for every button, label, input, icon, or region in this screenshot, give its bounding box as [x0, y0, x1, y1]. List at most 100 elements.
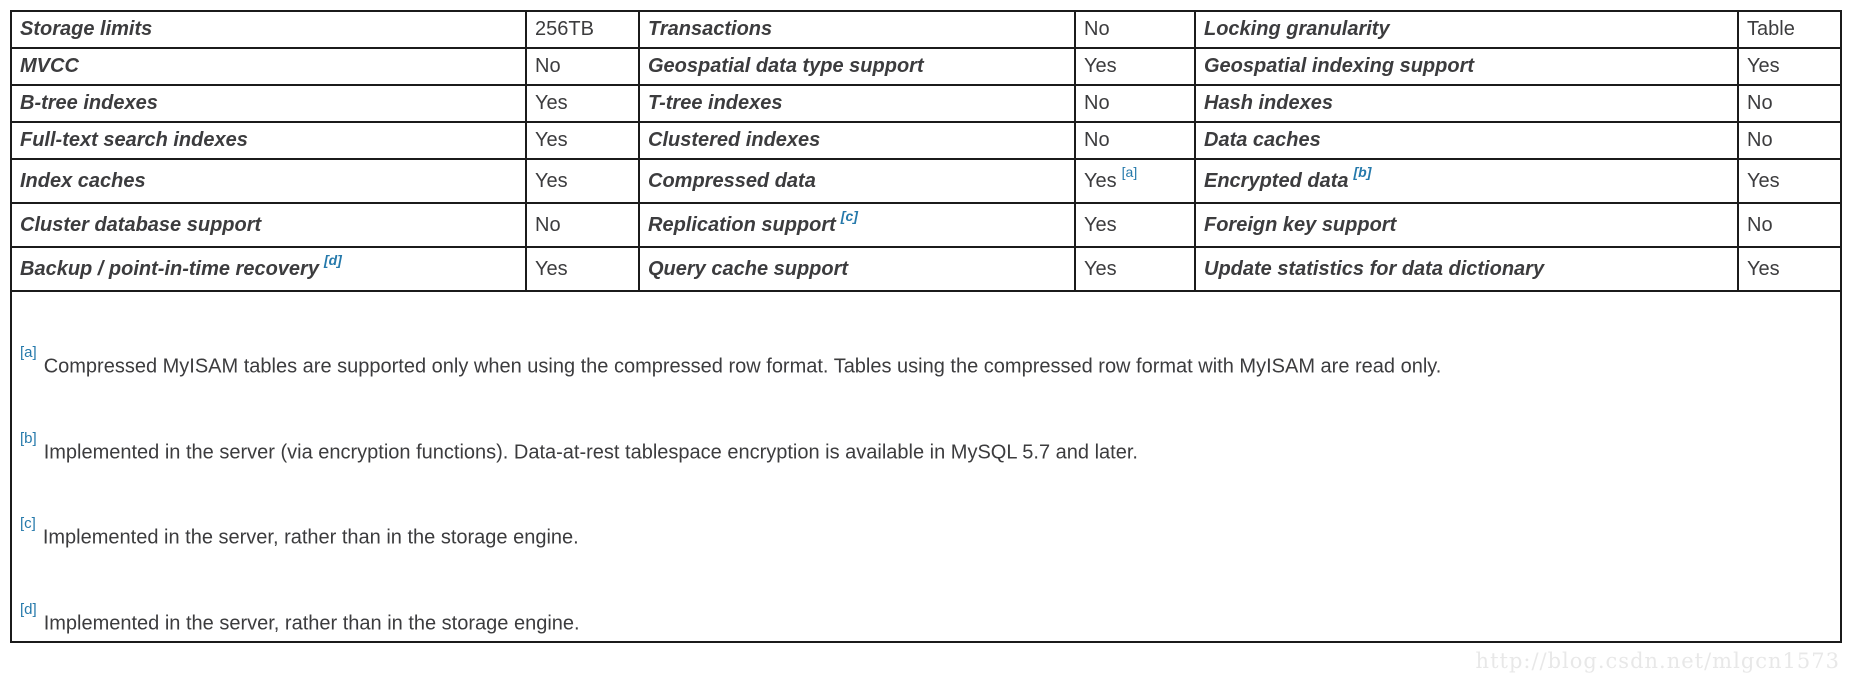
footnote-marker-link-d[interactable]: [d] — [20, 600, 37, 618]
feature-value: Yes — [1084, 55, 1117, 77]
feature-label-cell: Locking granularity — [1194, 10, 1739, 49]
feature-value-cell: Yes — [525, 158, 640, 204]
feature-value-cell: No — [1074, 84, 1196, 123]
feature-value-cell: Yes — [525, 121, 640, 160]
feature-label-cell: Clustered indexes — [638, 121, 1076, 160]
footnote-a: [a]Compressed MyISAM tables are supporte… — [20, 344, 1832, 381]
storage-engine-features-table: Storage limits 256TB Transactions No Loc… — [10, 10, 1842, 643]
feature-value-cell: Yes — [1074, 202, 1196, 248]
footnote-marker-link-c[interactable]: [c] — [20, 515, 36, 533]
feature-value: Yes — [535, 129, 568, 151]
feature-value-cell: Yes — [1737, 158, 1842, 204]
feature-value: Yes — [1747, 169, 1780, 192]
feature-label-cell: Hash indexes — [1194, 84, 1739, 123]
table-row: Index caches Yes Compressed data Yes[a] … — [10, 158, 1842, 204]
footnote-ref-link-b[interactable]: [b] — [1353, 163, 1372, 180]
footnote-text: Implemented in the server (via encryptio… — [43, 441, 1138, 464]
feature-label: Storage limits — [20, 18, 153, 40]
feature-value: Yes — [1747, 257, 1780, 280]
feature-label-cell: Backup / point-in-time recovery[d] — [10, 246, 527, 292]
feature-value-cell: No — [525, 47, 640, 86]
feature-label: Backup / point-in-time recovery — [20, 257, 319, 280]
feature-value-cell: No — [1074, 121, 1196, 160]
feature-label-cell: Cluster database support — [10, 202, 527, 248]
feature-label: Encrypted data — [1204, 169, 1349, 192]
feature-value: No — [1747, 129, 1773, 151]
feature-value: Yes — [535, 92, 568, 114]
feature-value-cell: Yes — [1737, 47, 1842, 86]
feature-value: No — [1084, 18, 1110, 40]
footnote-marker-link-b[interactable]: [b] — [20, 429, 37, 447]
feature-label-cell: Update statistics for data dictionary — [1194, 246, 1739, 292]
feature-label-cell: T-tree indexes — [638, 84, 1076, 123]
table-row: Storage limits 256TB Transactions No Loc… — [10, 10, 1842, 49]
feature-label-cell: Foreign key support — [1194, 202, 1739, 248]
feature-label-cell: Full-text search indexes — [10, 121, 527, 160]
feature-label: Cluster database support — [20, 213, 262, 236]
table-row: Cluster database support No Replication … — [10, 202, 1842, 248]
feature-label: Hash indexes — [1204, 92, 1333, 114]
footnote-ref-link-c[interactable]: [c] — [840, 207, 858, 224]
feature-value-cell: Yes — [1074, 246, 1196, 292]
feature-label-cell: Compressed data — [638, 158, 1076, 204]
feature-label: Geospatial indexing support — [1204, 55, 1475, 77]
feature-label: Query cache support — [648, 257, 849, 280]
feature-label: Compressed data — [648, 169, 816, 192]
feature-label: B-tree indexes — [20, 92, 158, 114]
feature-value: No — [1084, 92, 1110, 114]
table-row: MVCC No Geospatial data type support Yes… — [10, 47, 1842, 86]
footnote-b: [b] Implemented in the server (via encryp… — [20, 429, 1832, 467]
footnote-ref-link-a[interactable]: [a] — [1121, 163, 1138, 180]
feature-label: T-tree indexes — [648, 92, 783, 114]
feature-label: Data caches — [1204, 129, 1321, 151]
feature-value: Yes — [1084, 257, 1117, 280]
feature-label: Locking granularity — [1204, 18, 1390, 40]
feature-label: MVCC — [20, 55, 79, 77]
feature-value-cell: No — [1737, 84, 1842, 123]
feature-value: No — [1084, 129, 1110, 151]
feature-label: Replication support — [648, 213, 836, 236]
feature-value-cell: No — [1737, 202, 1842, 248]
feature-label: Index caches — [20, 169, 146, 192]
feature-value: Yes — [1084, 169, 1117, 192]
feature-label: Full-text search indexes — [20, 129, 248, 151]
feature-value: Yes — [1084, 213, 1117, 236]
feature-value-cell: Yes — [1074, 47, 1196, 86]
feature-label-cell: Query cache support — [638, 246, 1076, 292]
feature-value-cell: Yes[a] — [1074, 158, 1196, 204]
feature-value: No — [535, 213, 561, 236]
feature-value-cell: No — [1074, 10, 1196, 49]
feature-value: Yes — [1747, 55, 1780, 77]
feature-value-cell: Yes — [525, 246, 640, 292]
feature-label: Geospatial data type support — [648, 55, 924, 77]
feature-label: Clustered indexes — [648, 129, 821, 151]
footnote-marker-link-a[interactable]: [a] — [20, 344, 37, 361]
feature-value-cell: No — [525, 202, 640, 248]
feature-value: Table — [1747, 18, 1795, 40]
feature-value-cell: Table — [1737, 10, 1842, 49]
footnotes-cell: [a]Compressed MyISAM tables are supporte… — [10, 290, 1842, 643]
feature-label-cell: Geospatial data type support — [638, 47, 1076, 86]
feature-label: Update statistics for data dictionary — [1204, 257, 1545, 280]
feature-value: Yes — [535, 169, 568, 192]
feature-label-cell: Transactions — [638, 10, 1076, 49]
feature-value: No — [535, 55, 561, 77]
feature-label-cell: B-tree indexes — [10, 84, 527, 123]
feature-value-cell: No — [1737, 121, 1842, 160]
feature-label-cell: MVCC — [10, 47, 527, 86]
feature-value-cell: Yes — [525, 84, 640, 123]
feature-value: No — [1747, 213, 1773, 236]
feature-label: Foreign key support — [1204, 213, 1397, 236]
feature-value: No — [1747, 92, 1773, 114]
feature-label-cell: Replication support[c] — [638, 202, 1076, 248]
feature-label-cell: Encrypted data[b] — [1194, 158, 1739, 204]
table-row: Full-text search indexes Yes Clustered i… — [10, 121, 1842, 160]
footnote-ref-link-d[interactable]: [d] — [323, 251, 342, 268]
feature-value-cell: Yes — [1737, 246, 1842, 292]
feature-label-cell: Index caches — [10, 158, 527, 204]
csdn-watermark: http://blog.csdn.net/mlgcn1573 — [1475, 649, 1840, 673]
footnote-c: [c]Implemented in the server, rather tha… — [20, 515, 1832, 552]
feature-value: Yes — [535, 257, 568, 280]
feature-label: Transactions — [648, 18, 773, 40]
table-row: B-tree indexes Yes T-tree indexes No Has… — [10, 84, 1842, 123]
